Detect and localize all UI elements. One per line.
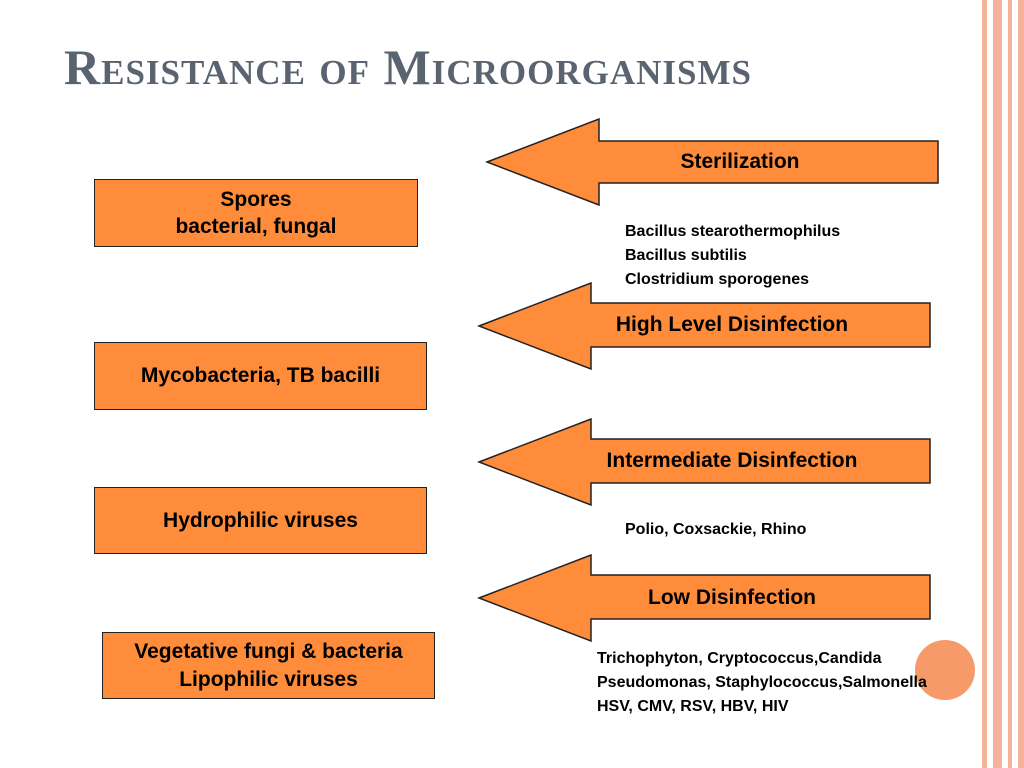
example-item: Bacillus stearothermophilus <box>625 223 841 240</box>
example-item: Trichophyton, Cryptococcus,Candida <box>597 650 882 667</box>
example-item: Pseudomonas, Staphylococcus,Salmonella <box>597 674 927 691</box>
decorative-circle <box>915 640 975 700</box>
organism-label: Vegetative fungi & bacteria <box>134 640 403 664</box>
level-label-high-level: High Level Disinfection <box>615 313 849 336</box>
organism-box-vegetative: Vegetative fungi & bacteria Lipophilic v… <box>102 632 435 699</box>
example-item: HSV, CMV, RSV, HBV, HIV <box>597 698 789 715</box>
examples-low: Trichophyton, Cryptococcus,Candida Pseud… <box>597 647 927 719</box>
decorative-stripe <box>1018 0 1024 768</box>
organism-label: Hydrophilic viruses <box>163 508 358 532</box>
level-label-sterilization: Sterilization <box>680 150 800 173</box>
arrow-high-level <box>477 282 931 370</box>
arrow-intermediate <box>477 418 931 506</box>
decorative-stripe <box>982 0 987 768</box>
decorative-stripe <box>993 0 1002 768</box>
organism-box-mycobacteria: Mycobacteria, TB bacilli <box>94 342 427 410</box>
organism-box-spores: Spores bacterial, fungal <box>94 179 418 247</box>
examples-sterilization: Bacillus stearothermophilus Bacillus sub… <box>625 220 840 292</box>
decorative-stripe <box>1008 0 1012 768</box>
organism-label: Mycobacteria, TB bacilli <box>140 364 381 388</box>
example-item: Clostridium sporogenes <box>625 271 810 288</box>
level-label-intermediate: Intermediate Disinfection <box>606 449 858 472</box>
organism-sublabel: Lipophilic viruses <box>179 667 358 691</box>
organism-label: Spores <box>220 187 292 211</box>
organism-box-hydrophilic-viruses: Hydrophilic viruses <box>94 487 427 554</box>
arrow-sterilization <box>485 118 939 206</box>
example-item: Polio, Coxsackie, Rhino <box>625 521 807 538</box>
organism-sublabel: bacterial, fungal <box>175 215 337 238</box>
example-item: Bacillus subtilis <box>625 247 747 264</box>
examples-intermediate: Polio, Coxsackie, Rhino <box>625 518 806 542</box>
slide-title: Resistance of Microorganisms <box>64 39 752 95</box>
level-label-low: Low Disinfection <box>648 586 816 609</box>
arrow-low <box>477 554 931 642</box>
